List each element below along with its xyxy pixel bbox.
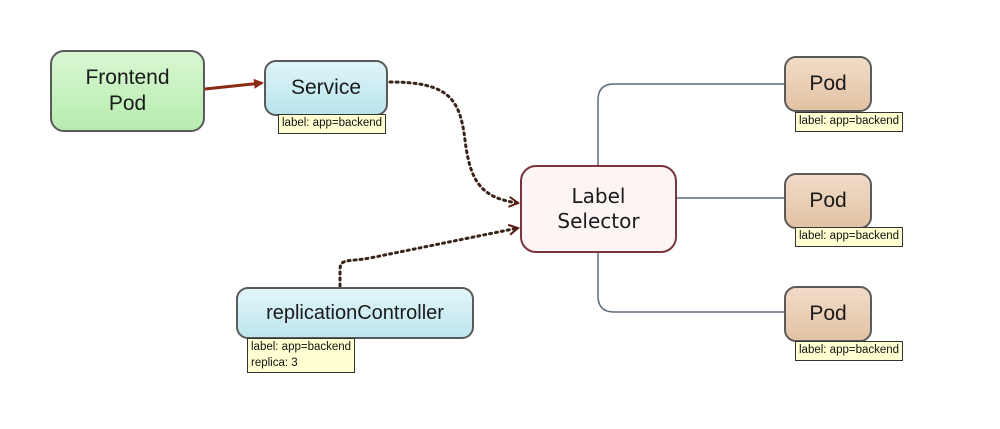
frontend-pod-node: Frontend Pod <box>50 50 205 132</box>
rc-tag-replica-line: replica: 3 <box>251 356 298 369</box>
replication-controller-tag: label: app=backend replica: 3 <box>247 338 356 374</box>
label-selector-line2: Selector <box>557 209 640 233</box>
pod-label: Pod <box>809 301 847 325</box>
edge-service-to-selector <box>388 80 518 203</box>
service-node: Service <box>264 60 388 116</box>
service-label-tag: label: app=backend <box>278 114 387 134</box>
edge-selector-to-pod-1 <box>597 83 784 165</box>
pod-label: Pod <box>809 71 847 95</box>
replication-controller-label: replicationController <box>266 301 444 324</box>
replication-controller-node: replicationController <box>236 287 474 339</box>
pod-3-tag: label: app=backend <box>795 341 904 361</box>
rc-tag-label-line: label: app=backend <box>251 341 352 353</box>
edge-rc-to-selector <box>338 228 518 288</box>
edge-selector-to-pod-3 <box>597 253 784 313</box>
service-label: Service <box>290 75 362 99</box>
pod-node-3: Pod <box>784 286 872 342</box>
pod-label: Pod <box>809 188 847 212</box>
label-selector-line1: Label <box>571 184 626 208</box>
label-selector-node: Label Selector <box>520 165 677 253</box>
pod-2-tag: label: app=backend <box>795 227 904 247</box>
frontend-pod-label-line2: Pod <box>108 92 147 115</box>
pod-node-2: Pod <box>784 173 872 229</box>
pod-1-tag: label: app=backend <box>795 112 904 132</box>
pod-node-1: Pod <box>784 56 872 112</box>
frontend-pod-label-line1: Frontend <box>85 65 170 89</box>
edge-frontend-to-service <box>204 78 264 91</box>
